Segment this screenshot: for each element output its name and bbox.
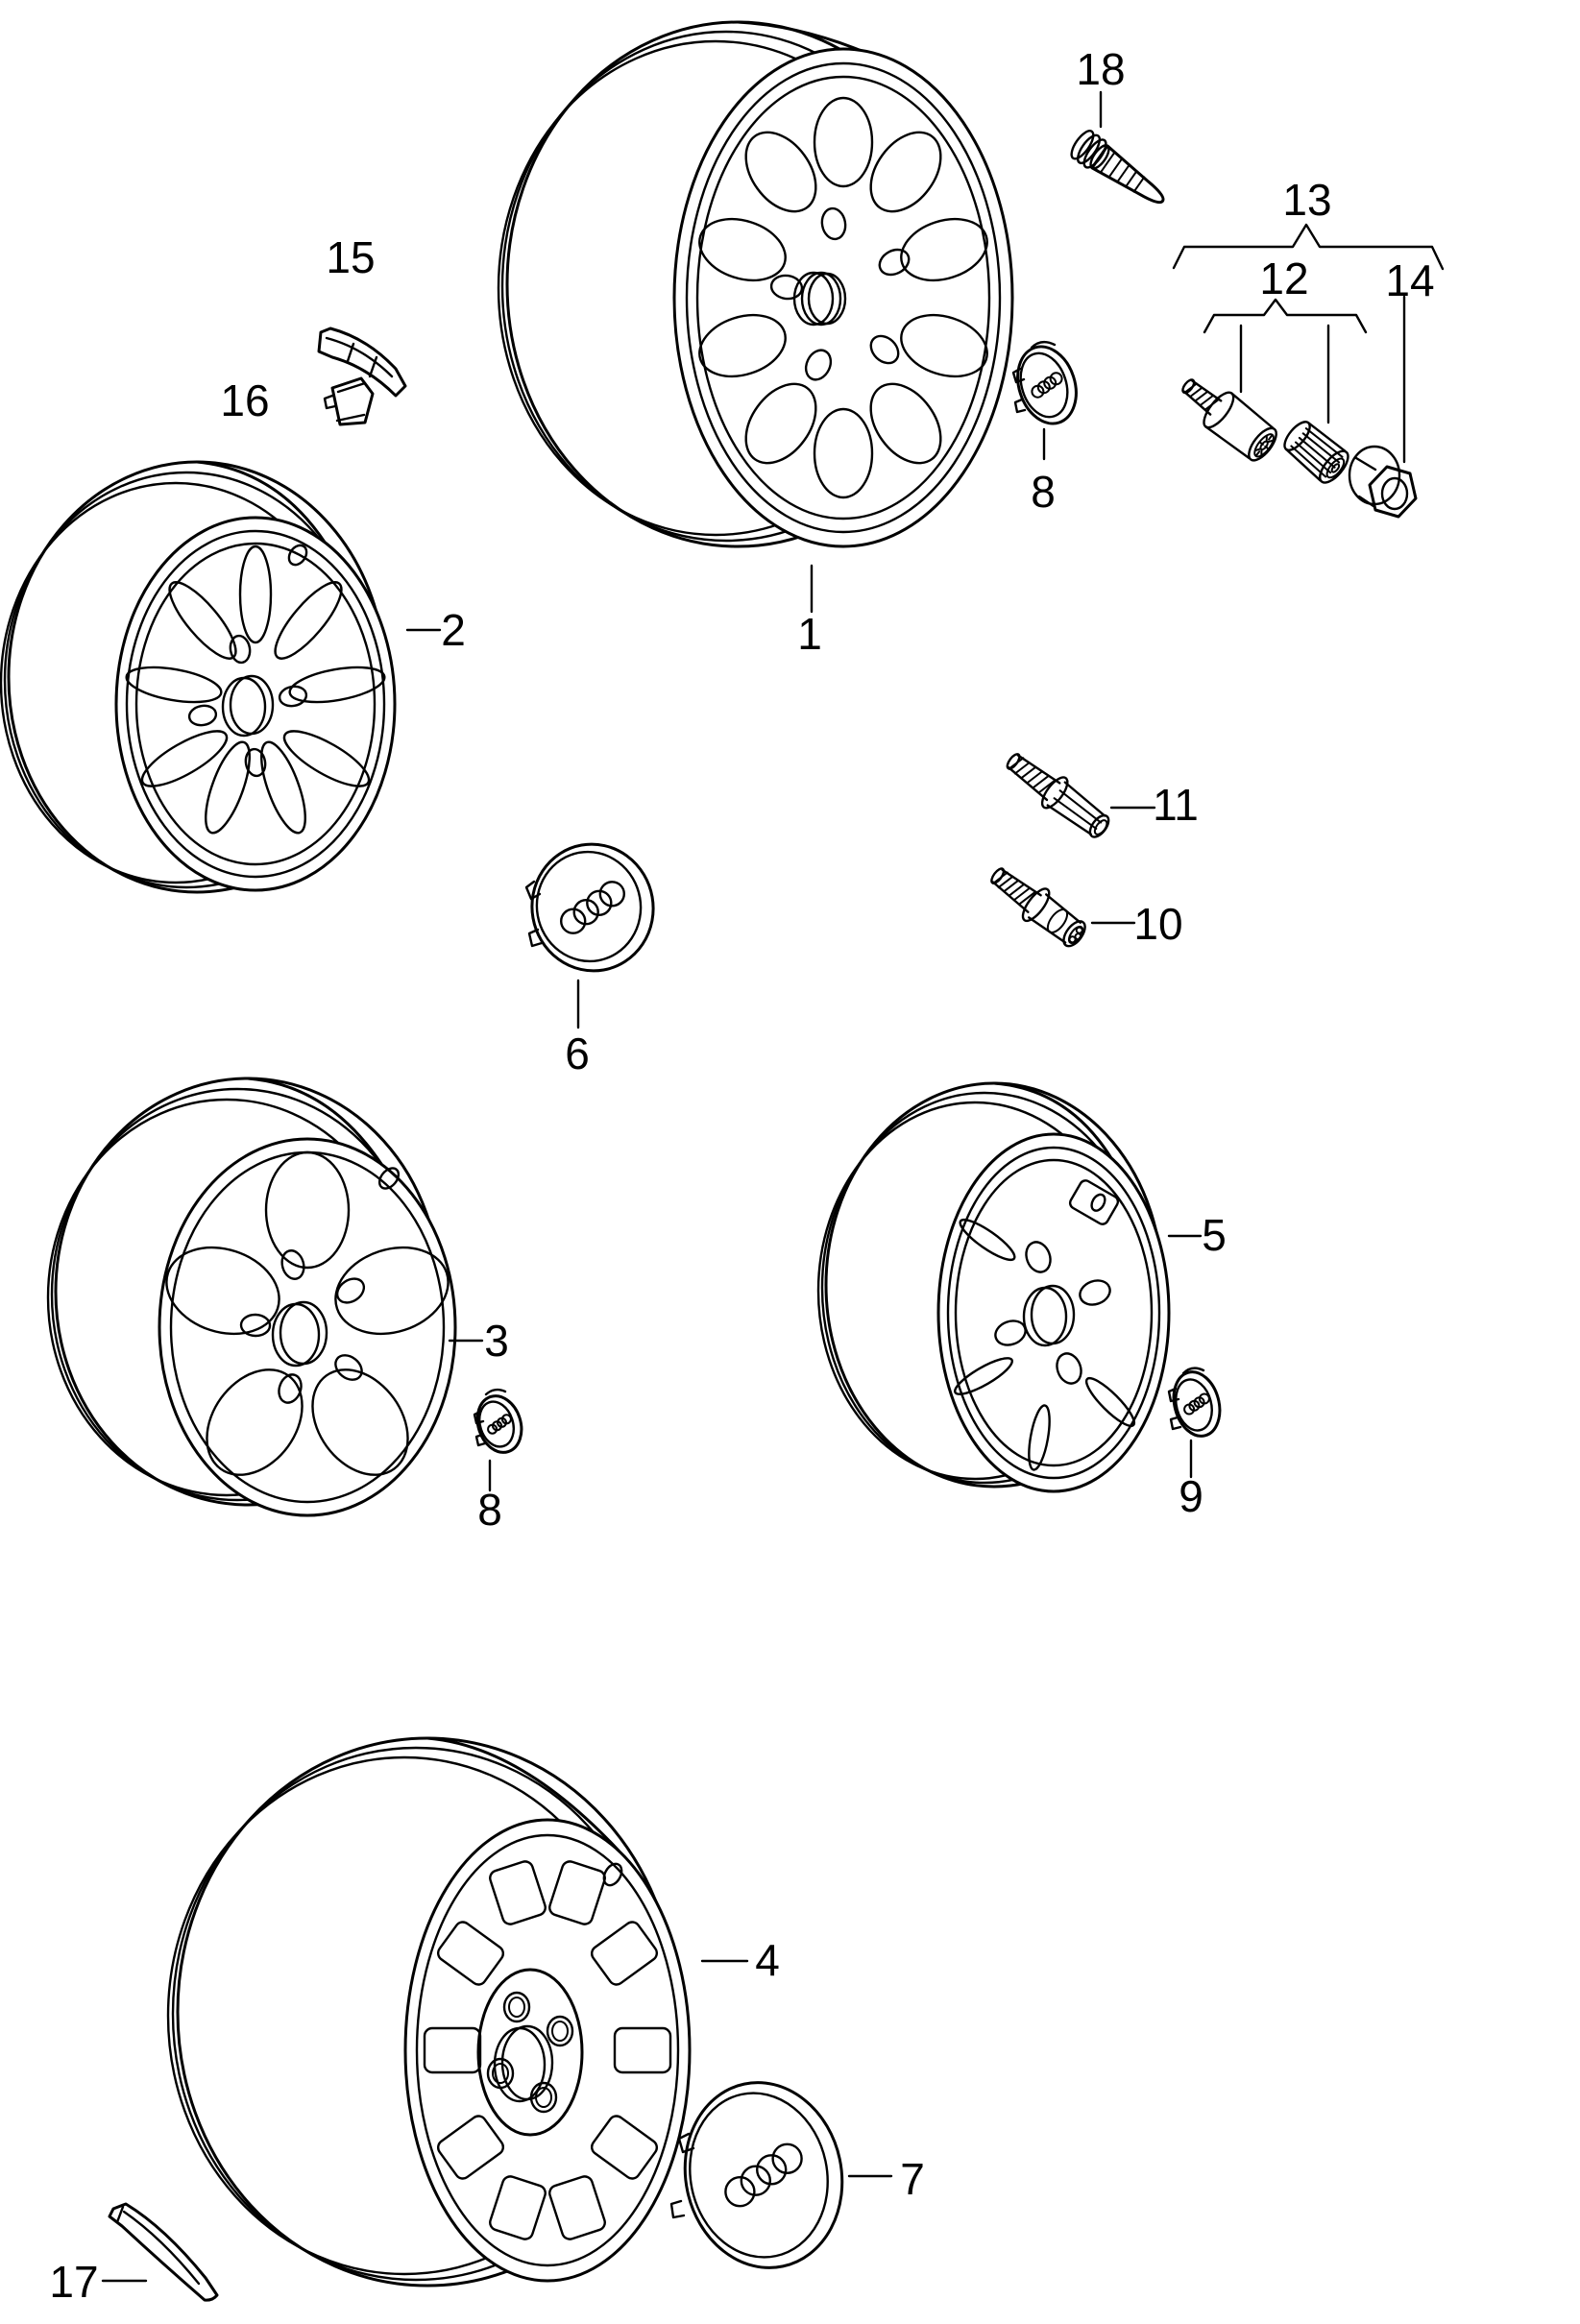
callout-9: 9 [1179, 1471, 1203, 1521]
callout-15: 15 [326, 232, 375, 282]
balance-weight-15 [317, 327, 407, 398]
callout-17: 17 [49, 2257, 98, 2307]
brace-12 [1203, 298, 1368, 334]
callout-8a: 8 [1031, 467, 1056, 517]
balance-weight-clip-16 [323, 376, 375, 426]
audi-rings-icon [1183, 1392, 1210, 1416]
callout-4: 4 [755, 1935, 780, 1985]
callout-11: 11 [1153, 780, 1199, 830]
balance-weight-17 [108, 2202, 219, 2302]
lock-bolt-12 [1181, 378, 1277, 462]
callout-7: 7 [900, 2154, 925, 2204]
wheel-5-alloy-flat-slots [816, 1081, 1171, 1493]
anti-theft-wheel-bolt-10 [990, 867, 1086, 948]
callout-13: 13 [1282, 175, 1331, 225]
audi-rings-icon [560, 881, 625, 934]
wheel-4-windows [423, 1860, 672, 2240]
callout-3: 3 [484, 1316, 509, 1366]
wheel-4-alloy-multi-window [166, 1736, 692, 2288]
hub-cap-7-audi-rings [669, 2081, 844, 2269]
center-cap-8b-audi-rings [473, 1388, 523, 1454]
center-cap-8a-audi-rings [1011, 340, 1078, 425]
lock-bolt-adapter-12 [1283, 421, 1349, 484]
callout-8b: 8 [477, 1485, 502, 1535]
callout-1: 1 [797, 609, 822, 659]
callout-12: 12 [1259, 254, 1308, 303]
callout-14: 14 [1385, 255, 1434, 305]
tyre-valve-18 [1070, 130, 1165, 205]
callout-5: 5 [1202, 1210, 1227, 1260]
audi-rings-icon [487, 1414, 512, 1435]
callout-6: 6 [565, 1029, 590, 1078]
callout-16: 16 [220, 375, 269, 425]
wheel-1-alloy-10-hole [497, 20, 1014, 548]
callout-2: 2 [441, 605, 466, 655]
callout-10: 10 [1133, 899, 1182, 949]
audi-rings-icon [1031, 372, 1063, 399]
leader-lines [101, 90, 1445, 2283]
wheel-3-alloy-5-spoke [46, 1077, 457, 1517]
callout-18: 18 [1076, 44, 1125, 94]
brace-13 [1172, 223, 1445, 271]
hub-cap-6-audi-rings [524, 842, 655, 973]
callout-labels: 1 2 3 4 5 6 7 8 8 9 10 11 12 13 14 15 16… [49, 44, 1434, 2307]
wheel-bolt-11 [1006, 753, 1110, 838]
cap-nut-14 [1348, 445, 1418, 519]
audi-rings-icon [724, 2142, 803, 2208]
center-cap-9-audi-rings [1167, 1367, 1222, 1438]
wheel-2-alloy-9-spoke [0, 460, 397, 894]
